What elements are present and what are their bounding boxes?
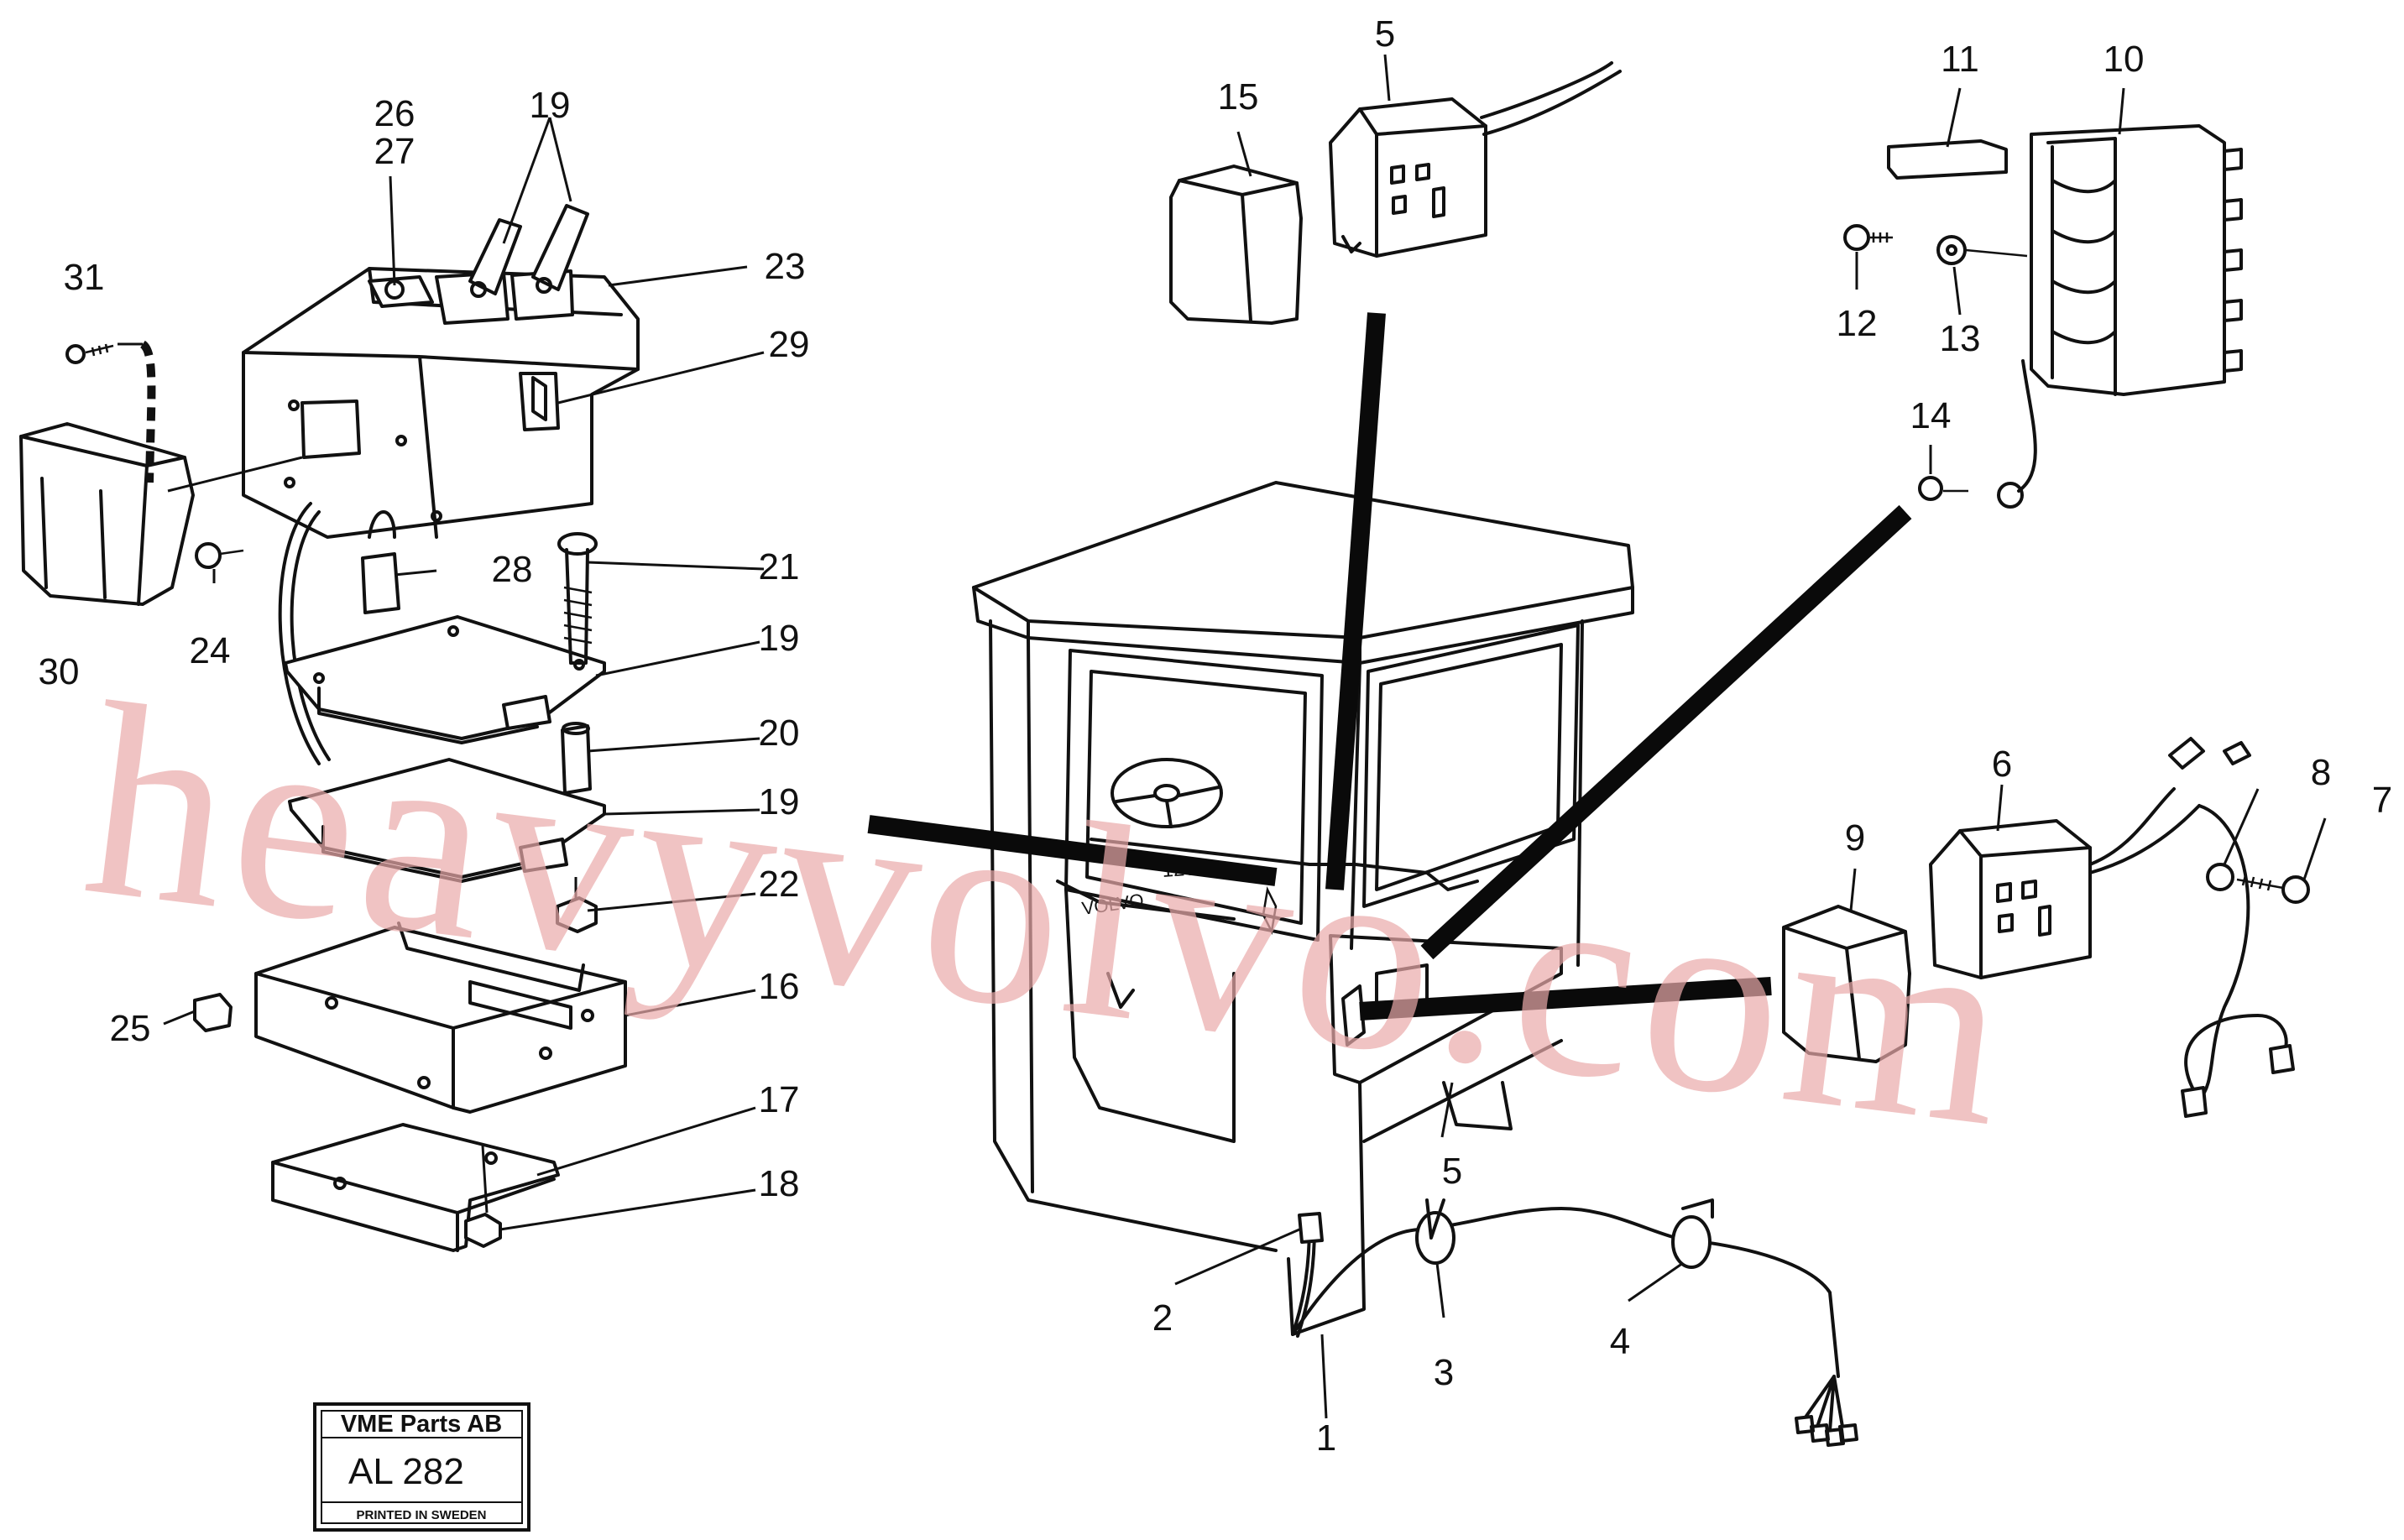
- callout-29: 29: [769, 324, 810, 365]
- callout-30: 30: [39, 651, 80, 692]
- relay-15: [1169, 164, 1303, 325]
- callout-16: 16: [759, 966, 800, 1007]
- callout-28: 28: [492, 549, 533, 590]
- callout-25: 25: [110, 1008, 151, 1049]
- screw-12: [1843, 224, 1893, 251]
- callout-31: 31: [64, 257, 105, 298]
- wiring-harness: [1291, 1207, 1858, 1447]
- watermark-text: heavyvolvo.com: [72, 645, 2028, 1185]
- clip-3: [1415, 1198, 1455, 1265]
- callout-2: 2: [1152, 1297, 1173, 1339]
- relay-socket-6: [1929, 737, 2295, 1118]
- callout-19-board-lower: 19: [759, 781, 800, 822]
- stamp-footer: PRINTED IN SWEDEN: [356, 1508, 486, 1522]
- callout-24: 24: [190, 630, 231, 671]
- switch-26-27: [368, 275, 434, 308]
- circuit-board-19-lower: [288, 758, 606, 883]
- nut-22: [556, 877, 598, 933]
- fuse-box-10: [2030, 124, 2243, 396]
- callout-11: 11: [1941, 39, 1979, 80]
- callout-numbers: 26 27 19 31 23 29 28 21 19 20 19 22 16 1…: [39, 13, 2393, 1459]
- callout-20: 20: [759, 713, 800, 754]
- callout-7: 7: [2372, 780, 2392, 821]
- washer-13: [1936, 235, 2028, 265]
- callout-26: 26: [374, 93, 415, 134]
- cover-30: [19, 422, 195, 606]
- callout-9: 9: [1845, 817, 1865, 859]
- leader-lines: [163, 54, 2327, 1419]
- bracket-16: [254, 921, 627, 1114]
- clip-25: [193, 993, 233, 1032]
- screw-24: [195, 542, 244, 569]
- screw-14-and-ground-cable: [1918, 359, 2037, 509]
- wiring-loop: [278, 502, 331, 765]
- callout-15: 15: [1218, 76, 1259, 117]
- callout-6: 6: [1992, 744, 2012, 785]
- callout-19-board-upper: 19: [759, 618, 800, 659]
- callout-13: 13: [1940, 318, 1981, 359]
- grommet-2: [1298, 1212, 1324, 1244]
- fuse-cover-11: [1887, 139, 2008, 180]
- clip-4: [1671, 1198, 1714, 1269]
- callout-4: 4: [1610, 1321, 1630, 1362]
- callout-12: 12: [1837, 303, 1878, 344]
- callout-3: 3: [1434, 1352, 1454, 1393]
- callout-23: 23: [765, 246, 806, 287]
- callout-10: 10: [2104, 39, 2145, 80]
- callout-18: 18: [759, 1163, 800, 1204]
- parts-stamp: VME Parts AB AL 282 PRINTED IN SWEDEN: [313, 1402, 530, 1532]
- callout-5-top: 5: [1375, 13, 1395, 55]
- circuit-board-19-upper: [284, 615, 606, 744]
- callout-8: 8: [2311, 752, 2331, 793]
- screw-31: [65, 340, 156, 483]
- washer-8: [2206, 863, 2234, 891]
- callout-21: 21: [759, 546, 800, 587]
- connector-28: [361, 510, 400, 614]
- stamp-code: AL 282: [348, 1451, 464, 1492]
- callout-1: 1: [1316, 1417, 1336, 1459]
- cab-illustration: VOLVO 1200: [972, 481, 1634, 1336]
- callout-5-bottom: 5: [1442, 1151, 1462, 1192]
- callout-14: 14: [1910, 395, 1952, 436]
- stamp-company: VME Parts AB: [341, 1411, 502, 1438]
- callout-19-switches: 19: [530, 85, 571, 126]
- pointer-lines: [867, 312, 1912, 1021]
- spacer-20: [561, 722, 592, 795]
- bracket-17: [271, 1123, 560, 1252]
- screw-7: [2236, 874, 2310, 904]
- switches-19: [435, 204, 589, 325]
- callout-27: 27: [374, 131, 415, 172]
- relay-socket-5: [1329, 61, 1622, 258]
- nut-18: [464, 1213, 502, 1248]
- callout-22: 22: [759, 864, 800, 905]
- callout-17: 17: [759, 1079, 800, 1120]
- relay-9: [1782, 905, 1911, 1063]
- screw-21: [557, 532, 598, 665]
